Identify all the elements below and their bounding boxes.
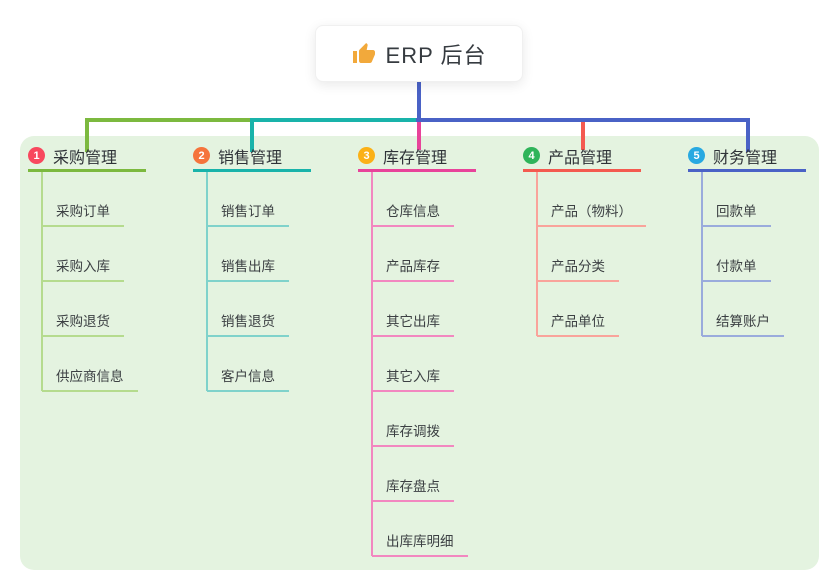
child-node[interactable]: 其它入库 bbox=[358, 337, 508, 392]
child-node[interactable]: 销售订单 bbox=[193, 172, 343, 227]
child-node[interactable]: 其它出库 bbox=[358, 282, 508, 337]
child-label: 采购订单 bbox=[42, 200, 124, 227]
branch-product: 4 产品管理 产品（物料） 产品分类 产品单位 bbox=[523, 146, 673, 337]
branches-background-panel bbox=[20, 136, 819, 570]
child-label: 产品分类 bbox=[537, 255, 619, 282]
child-node[interactable]: 产品库存 bbox=[358, 227, 508, 282]
child-node[interactable]: 产品分类 bbox=[523, 227, 673, 282]
child-label: 回款单 bbox=[702, 200, 771, 227]
child-connector-line bbox=[206, 172, 208, 391]
child-connector-line bbox=[371, 172, 373, 556]
child-node[interactable]: 客户信息 bbox=[193, 337, 343, 392]
child-label: 采购入库 bbox=[42, 255, 124, 282]
branch-title-purchase[interactable]: 1 采购管理 bbox=[28, 146, 146, 172]
child-node[interactable]: 采购入库 bbox=[28, 227, 178, 282]
child-node[interactable]: 库存调拨 bbox=[358, 392, 508, 447]
child-label: 产品（物料） bbox=[537, 200, 646, 227]
child-label: 销售退货 bbox=[207, 310, 289, 337]
child-label: 产品库存 bbox=[372, 255, 454, 282]
child-node[interactable]: 出库库明细 bbox=[358, 502, 508, 557]
branch-purchase: 1 采购管理 采购订单 采购入库 采购退货 供应商信息 bbox=[28, 146, 178, 392]
branch-number-badge: 3 bbox=[358, 147, 375, 164]
root-node-erp-backend[interactable]: ERP 后台 bbox=[315, 25, 523, 82]
branch-sales: 2 销售管理 销售订单 销售出库 销售退货 客户信息 bbox=[193, 146, 343, 392]
branch-label: 产品管理 bbox=[548, 149, 613, 167]
branch-label: 销售管理 bbox=[218, 149, 283, 167]
child-connector-line bbox=[41, 172, 43, 391]
child-node[interactable]: 付款单 bbox=[688, 227, 838, 282]
child-label: 付款单 bbox=[702, 255, 771, 282]
child-label: 其它出库 bbox=[372, 310, 454, 337]
branch-title-finance[interactable]: 5 财务管理 bbox=[688, 146, 806, 172]
child-node[interactable]: 结算账户 bbox=[688, 282, 838, 337]
child-node[interactable]: 销售出库 bbox=[193, 227, 343, 282]
root-node-label: ERP 后台 bbox=[385, 42, 487, 68]
connector-drop-inventory bbox=[417, 122, 421, 150]
connector-drop-finance bbox=[746, 118, 750, 152]
child-node[interactable]: 产品单位 bbox=[523, 282, 673, 337]
child-label: 产品单位 bbox=[537, 310, 619, 337]
branch-number-badge: 1 bbox=[28, 147, 45, 164]
branch-number-badge: 5 bbox=[688, 147, 705, 164]
connector-bus-green bbox=[85, 118, 252, 122]
child-node[interactable]: 回款单 bbox=[688, 172, 838, 227]
branch-children: 采购订单 采购入库 采购退货 供应商信息 bbox=[28, 172, 178, 392]
branch-finance: 5 财务管理 回款单 付款单 结算账户 bbox=[688, 146, 838, 337]
branch-title-sales[interactable]: 2 销售管理 bbox=[193, 146, 311, 172]
branch-number-badge: 4 bbox=[523, 147, 540, 164]
child-node[interactable]: 采购订单 bbox=[28, 172, 178, 227]
connector-drop-sales bbox=[250, 118, 254, 152]
branch-label: 库存管理 bbox=[383, 149, 448, 167]
branch-title-product[interactable]: 4 产品管理 bbox=[523, 146, 641, 172]
connector-drop-purchase bbox=[85, 118, 89, 152]
child-connector-line bbox=[536, 172, 538, 336]
child-label: 其它入库 bbox=[372, 365, 454, 392]
branch-inventory: 3 库存管理 仓库信息 产品库存 其它出库 其它入库 库存调拨 库存盘点 出库库… bbox=[358, 146, 508, 557]
branch-title-inventory[interactable]: 3 库存管理 bbox=[358, 146, 476, 172]
root-trunk-line bbox=[417, 82, 421, 120]
child-label: 销售出库 bbox=[207, 255, 289, 282]
branch-children: 仓库信息 产品库存 其它出库 其它入库 库存调拨 库存盘点 出库库明细 bbox=[358, 172, 508, 557]
child-label: 库存盘点 bbox=[372, 475, 454, 502]
connector-bus-blue bbox=[416, 118, 750, 122]
branch-children: 产品（物料） 产品分类 产品单位 bbox=[523, 172, 673, 337]
child-label: 结算账户 bbox=[702, 310, 784, 337]
child-node[interactable]: 供应商信息 bbox=[28, 337, 178, 392]
child-label: 采购退货 bbox=[42, 310, 124, 337]
child-node[interactable]: 库存盘点 bbox=[358, 447, 508, 502]
connector-drop-product bbox=[581, 122, 585, 150]
child-label: 仓库信息 bbox=[372, 200, 454, 227]
child-connector-line bbox=[701, 172, 703, 336]
child-label: 客户信息 bbox=[207, 365, 289, 392]
child-node[interactable]: 采购退货 bbox=[28, 282, 178, 337]
branch-children: 回款单 付款单 结算账户 bbox=[688, 172, 838, 337]
child-label: 库存调拨 bbox=[372, 420, 454, 447]
child-label: 销售订单 bbox=[207, 200, 289, 227]
branch-label: 采购管理 bbox=[53, 149, 118, 167]
thumbs-up-icon bbox=[352, 42, 376, 66]
branch-number-badge: 2 bbox=[193, 147, 210, 164]
child-node[interactable]: 仓库信息 bbox=[358, 172, 508, 227]
child-label: 出库库明细 bbox=[372, 530, 468, 557]
child-node[interactable]: 销售退货 bbox=[193, 282, 343, 337]
branch-children: 销售订单 销售出库 销售退货 客户信息 bbox=[193, 172, 343, 392]
connector-bus-teal bbox=[250, 118, 418, 122]
child-label: 供应商信息 bbox=[42, 365, 138, 392]
branch-label: 财务管理 bbox=[713, 149, 778, 167]
child-node[interactable]: 产品（物料） bbox=[523, 172, 673, 227]
